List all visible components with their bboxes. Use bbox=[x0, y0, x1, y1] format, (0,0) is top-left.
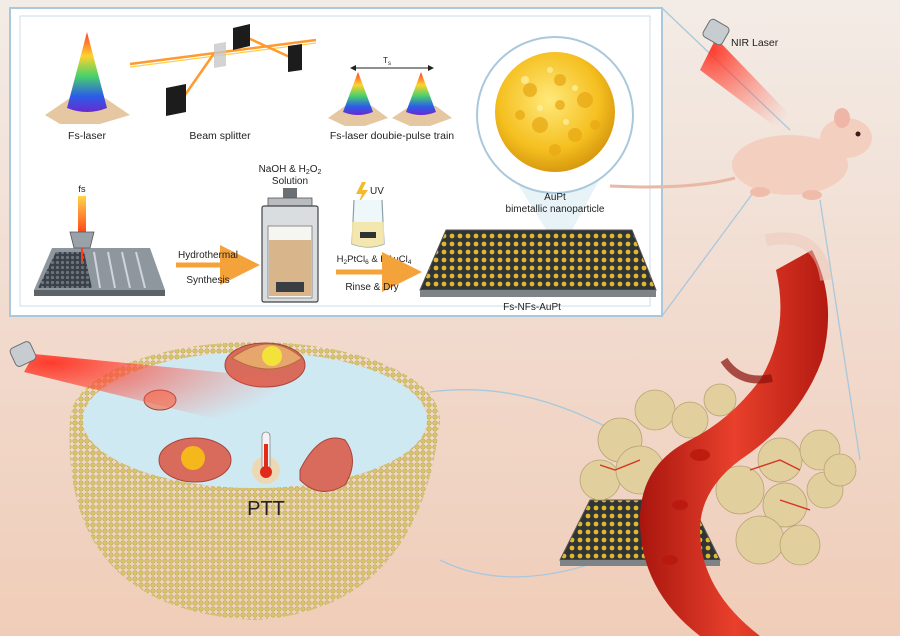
label-synthesis: Synthesis bbox=[186, 275, 229, 286]
golgi-cap bbox=[231, 343, 303, 370]
label-substrate: Fs-NFs-AuPt bbox=[503, 302, 561, 313]
label-uv: UV bbox=[370, 186, 384, 197]
label-h2ptcl6: H bbox=[337, 254, 344, 265]
label-fs-laser: Fs-laser bbox=[68, 130, 106, 142]
label-rinse-dry: Rinse & Dry bbox=[345, 282, 398, 293]
svg-text:Ts: Ts bbox=[383, 56, 391, 67]
laser-writing-wafer bbox=[34, 196, 165, 296]
fs-nfs-aupt-substrate bbox=[419, 229, 657, 297]
label-beam-splitter: Beam splitter bbox=[189, 130, 251, 142]
label-double-pulse: Fs-laser doubie-pulse train bbox=[330, 130, 454, 142]
label-solution: Solution bbox=[272, 176, 308, 187]
label-aupt: AuPt bbox=[544, 192, 566, 203]
label-aupt-sub: bimetallic nanoparticle bbox=[506, 204, 605, 215]
aupt-nanoparticle-magnifier bbox=[476, 36, 634, 252]
blood-vessel bbox=[640, 232, 832, 636]
thermometer-icon bbox=[252, 431, 280, 484]
lightning-icon bbox=[356, 182, 368, 204]
label-ptt: PTT bbox=[247, 498, 285, 520]
nir-laser-head-icon bbox=[700, 18, 814, 150]
beaker-icon bbox=[351, 199, 385, 248]
label-tau: T bbox=[383, 56, 388, 65]
beam-splitter-icon bbox=[129, 24, 317, 116]
left-laser-head-icon bbox=[9, 341, 300, 440]
label-nir-laser: NIR Laser bbox=[731, 37, 779, 49]
label-tau-sub: s bbox=[388, 61, 391, 67]
svg-text:H2PtCl6 & HAuCl4: H2PtCl6 & HAuCl4 bbox=[337, 254, 412, 266]
fs-laser-cone-icon bbox=[45, 32, 130, 124]
label-naoh: NaOH & H bbox=[259, 164, 306, 175]
label-hydrothermal: Hydrothermal bbox=[178, 250, 238, 261]
double-pulse-icon bbox=[328, 65, 452, 126]
autoclave-icon bbox=[261, 188, 319, 303]
tumor-on-substrate bbox=[559, 383, 857, 566]
mouse-illustration bbox=[609, 108, 872, 200]
svg-text:NaOH & H2O2: NaOH & H2O2 bbox=[259, 164, 322, 176]
label-fs: fs bbox=[78, 184, 86, 195]
synthesis-inset: Fs-laser Beam splitter Ts Fs-laser doub bbox=[9, 7, 663, 317]
